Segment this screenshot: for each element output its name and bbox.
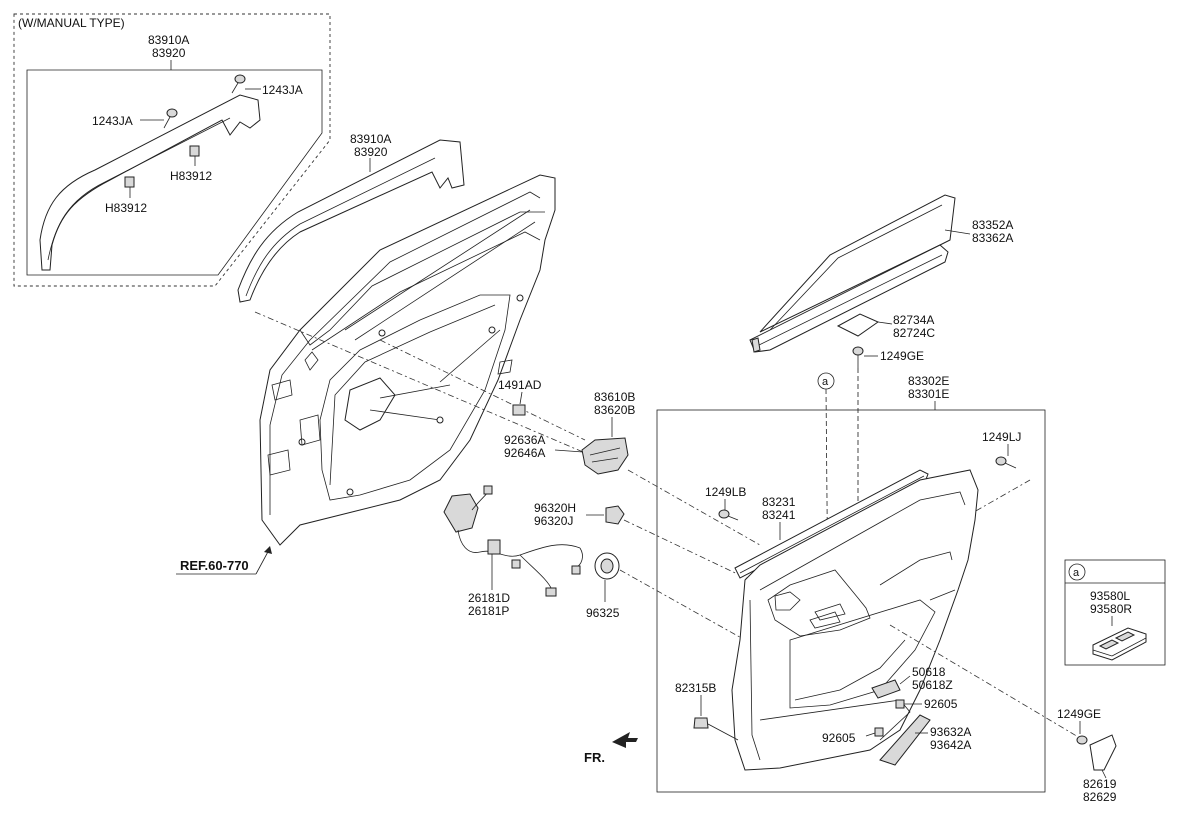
part-83910A: 83910A	[350, 132, 391, 146]
part-82315B: 82315B	[675, 681, 716, 695]
switch-detail-box: a 93580L 93580R	[1064, 559, 1166, 666]
speaker: 96325	[586, 552, 620, 620]
cover-82619-icon	[1089, 734, 1117, 771]
part-82734A: 82734A	[893, 313, 934, 327]
part-92605-right: 92605	[924, 697, 958, 711]
clip-1491AD-icon	[512, 404, 526, 416]
part-1249LB: 1249LB	[705, 485, 746, 499]
front-direction: FR.	[584, 732, 638, 765]
inside-handle: 83610B 83620B 92636A 92646A	[504, 390, 635, 475]
inset-part-1243JA-right: 1243JA	[262, 83, 303, 97]
inset-screw-right-icon	[231, 74, 246, 94]
manual-type-label: (W/MANUAL TYPE)	[18, 16, 125, 30]
inset-part-H83912-right: H83912	[170, 169, 212, 183]
door-panel	[259, 174, 556, 546]
inset-clip-right-icon	[189, 145, 200, 157]
part-1249GE-bottom: 1249GE	[1057, 707, 1101, 721]
manual-type-inset: (W/MANUAL TYPE) 83910A 83920 1243JA 1243…	[13, 13, 331, 287]
clip-1491AD: 1491AD	[498, 378, 542, 416]
inner-weatherstrip	[734, 469, 929, 579]
tweeter: 96320H 96320J	[534, 501, 625, 528]
inset-part-83920: 83920	[152, 46, 186, 60]
front-arrow-icon	[612, 732, 638, 748]
frame-moulding: 83910A 83920	[237, 132, 465, 303]
part-83352A: 83352A	[972, 218, 1013, 232]
pad-50618-icon	[871, 679, 901, 699]
screw-1249LJ-icon	[995, 456, 1007, 466]
part-83620B: 83620B	[594, 403, 635, 417]
part-1249GE-top: 1249GE	[880, 349, 924, 363]
trim-panel-group: 83302E 83301E a 1249LJ 1249LB 83231 8324…	[656, 372, 1046, 793]
screw-1249GE-top: 1249GE	[852, 346, 924, 368]
part-26181D: 26181D	[468, 591, 510, 605]
part-83362A: 83362A	[972, 231, 1013, 245]
part-82724C: 82724C	[893, 326, 935, 340]
part-1491AD: 1491AD	[498, 378, 542, 392]
part-96320H: 96320H	[534, 501, 576, 515]
part-82629: 82629	[1083, 790, 1117, 804]
pad-icon	[836, 313, 880, 337]
part-96320J: 96320J	[534, 514, 573, 528]
screw-bottom-icon	[1076, 735, 1088, 745]
inset-part-H83912-left: H83912	[105, 201, 147, 215]
part-92646A: 92646A	[504, 446, 545, 460]
part-83241: 83241	[762, 508, 796, 522]
callout-a-box: a	[1073, 567, 1080, 579]
clip-92605-left-icon	[874, 727, 884, 737]
harness-connector-icon	[443, 493, 479, 533]
inset-clip-left-icon	[124, 176, 135, 188]
inset-screw-left-icon	[163, 108, 178, 129]
part-1249LJ: 1249LJ	[982, 430, 1021, 444]
screw-1249LB-icon	[718, 509, 730, 519]
ref-label: REF.60-770	[180, 558, 249, 573]
part-93642A: 93642A	[930, 738, 971, 752]
inside-handle-icon	[581, 437, 629, 475]
part-93632A: 93632A	[930, 725, 971, 739]
clip-82315B-icon	[693, 717, 709, 729]
clip-92605-right-icon	[895, 699, 905, 709]
part-50618Z: 50618Z	[912, 678, 953, 692]
fr-label: FR.	[584, 750, 605, 765]
pad-82734A: 82734A 82724C	[836, 313, 935, 340]
inset-part-83910A: 83910A	[148, 33, 189, 47]
part-92636A: 92636A	[504, 433, 545, 447]
part-83302E: 83302E	[908, 374, 949, 388]
part-26181P: 26181P	[468, 604, 509, 618]
inset-moulding	[39, 94, 261, 271]
screw-top-icon	[852, 346, 864, 356]
wiring-harness: 26181D 26181P	[443, 485, 583, 618]
door-glass-assembly: 83352A 83362A	[749, 194, 1013, 353]
tweeter-icon	[605, 505, 625, 525]
part-93580L: 93580L	[1090, 589, 1130, 603]
part-96325: 96325	[586, 606, 620, 620]
inset-part-1243JA-left: 1243JA	[92, 114, 133, 128]
part-83610B: 83610B	[594, 390, 635, 404]
bottom-right-parts: 1249GE 82619 82629	[1057, 707, 1117, 804]
part-83301E: 83301E	[908, 387, 949, 401]
part-82619: 82619	[1083, 777, 1117, 791]
window-switch-icon	[1092, 627, 1147, 661]
ref-callout: REF.60-770	[176, 546, 272, 575]
part-83231: 83231	[762, 495, 796, 509]
part-50618: 50618	[912, 665, 946, 679]
part-93580R: 93580R	[1090, 602, 1132, 616]
part-83920: 83920	[354, 145, 388, 159]
part-92605-left: 92605	[822, 731, 856, 745]
callout-a-main: a	[822, 376, 829, 388]
courtesy-lamp-icon	[879, 714, 931, 766]
